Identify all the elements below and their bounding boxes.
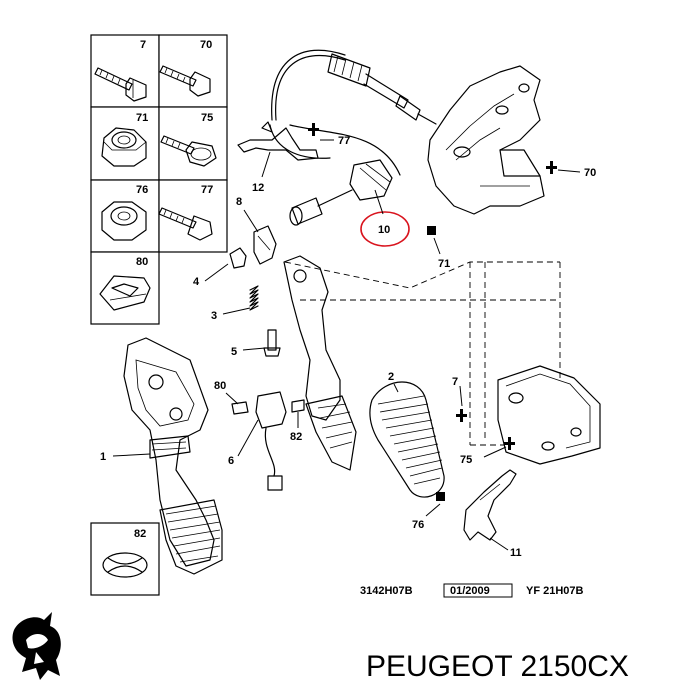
legend-label-70: 70 bbox=[200, 39, 212, 51]
clip-80-installed bbox=[231, 401, 249, 415]
nut-marker-71 bbox=[427, 226, 436, 235]
nut-76-icon bbox=[101, 201, 147, 241]
callout-71: 71 bbox=[438, 258, 450, 270]
bracket-11 bbox=[463, 469, 517, 541]
nut-71-icon bbox=[101, 127, 147, 167]
spring-3 bbox=[249, 285, 259, 311]
star-marker-75 bbox=[504, 437, 515, 450]
legend-label-71: 71 bbox=[136, 112, 148, 124]
callout-76: 76 bbox=[412, 519, 424, 531]
callout-2: 2 bbox=[388, 371, 394, 383]
ref-code-right: YF 21H07B bbox=[526, 585, 584, 597]
lower-bracket bbox=[497, 365, 601, 465]
callout-8: 8 bbox=[236, 196, 242, 208]
bracket-8 bbox=[253, 225, 277, 265]
callout-77: 77 bbox=[338, 135, 350, 147]
star-marker-70 bbox=[546, 161, 557, 174]
legend-label-7: 7 bbox=[140, 39, 146, 51]
brand-part-title: PEUGEOT 2150CX bbox=[366, 650, 629, 683]
callout-6: 6 bbox=[228, 455, 234, 467]
callout-82: 82 bbox=[290, 431, 302, 443]
mounting-outline bbox=[284, 261, 561, 446]
switch-6 bbox=[255, 391, 287, 491]
star-marker-7 bbox=[456, 409, 467, 422]
clip-80-icon bbox=[99, 275, 151, 311]
callout-5: 5 bbox=[231, 346, 237, 358]
reference-strip: 3142H07B 01/2009 YF 21H07B bbox=[360, 583, 584, 598]
fastener-legend-grid: 7 70 71 75 76 77 80 bbox=[90, 34, 228, 596]
legend-label-75: 75 bbox=[201, 112, 213, 124]
bracket-12 bbox=[237, 121, 319, 161]
legend-label-82: 82 bbox=[134, 528, 146, 540]
callout-11: 11 bbox=[510, 547, 522, 559]
callout-80: 80 bbox=[214, 380, 226, 392]
bolt-77-icon bbox=[158, 207, 213, 241]
ref-date: 01/2009 bbox=[450, 585, 490, 597]
callout-12: 12 bbox=[252, 182, 264, 194]
callout-10: 10 bbox=[378, 224, 390, 236]
bolt-75-icon bbox=[160, 135, 217, 167]
peugeot-lion-logo bbox=[12, 612, 61, 680]
clutch-cable bbox=[269, 49, 437, 226]
screw-5 bbox=[263, 329, 281, 357]
callout-7: 7 bbox=[452, 376, 458, 388]
pedal-box-bracket bbox=[427, 65, 545, 215]
callout-1: 1 bbox=[100, 451, 106, 463]
highlight-ring-part-10 bbox=[360, 211, 410, 247]
retaining-ring-82-icon bbox=[102, 552, 148, 578]
callout-75: 75 bbox=[460, 454, 472, 466]
ghost-pedal-arm bbox=[283, 255, 357, 471]
callout-4: 4 bbox=[193, 276, 200, 288]
ring-82-installed bbox=[291, 399, 305, 413]
pedal-pad-2 bbox=[369, 381, 445, 498]
callout-3: 3 bbox=[211, 310, 217, 322]
pedal-assembly-1 bbox=[123, 337, 223, 575]
legend-label-76: 76 bbox=[136, 184, 148, 196]
legend-label-80: 80 bbox=[136, 256, 148, 268]
bolt-7-icon bbox=[94, 67, 147, 102]
bolt-70-icon bbox=[159, 65, 211, 97]
ref-code-left: 3142H07B bbox=[360, 585, 413, 597]
nut-marker-76 bbox=[436, 492, 445, 501]
callout-70: 70 bbox=[584, 167, 596, 179]
clip-4 bbox=[229, 247, 247, 269]
star-marker-77 bbox=[308, 123, 319, 136]
legend-label-77: 77 bbox=[201, 184, 213, 196]
